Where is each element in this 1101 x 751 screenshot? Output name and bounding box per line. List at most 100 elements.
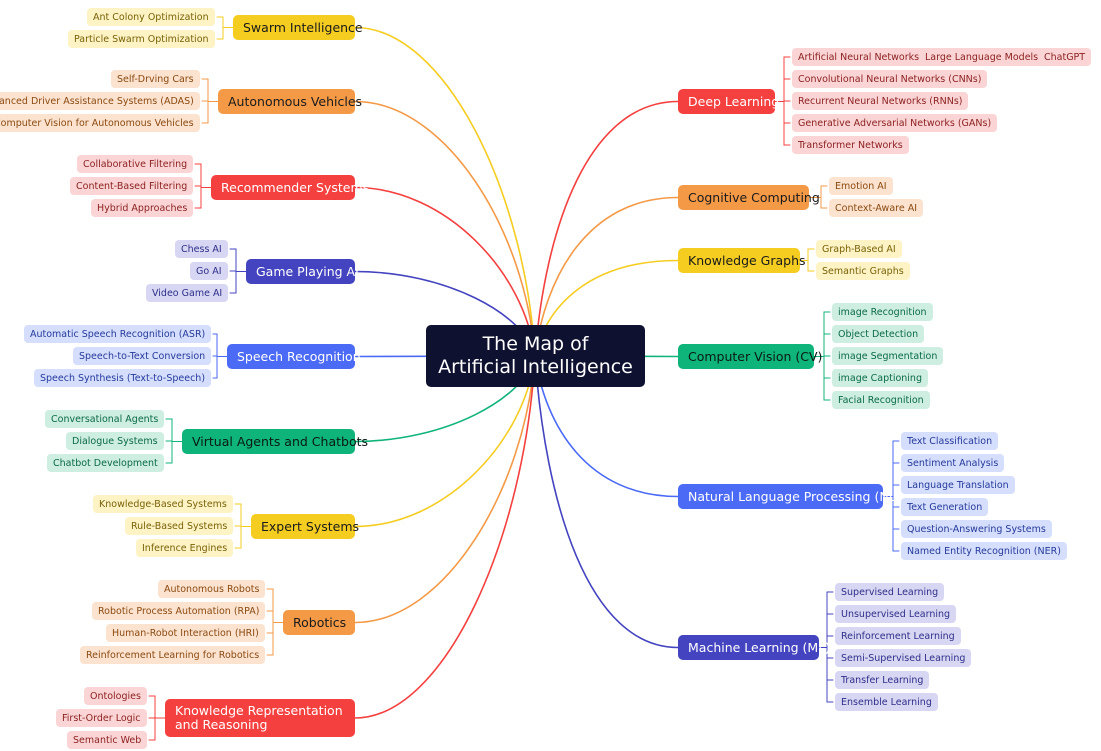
leaf-named-entity-recognition-ner[interactable]: Named Entity Recognition (NER) — [901, 542, 1067, 560]
leaf-supervised-learning[interactable]: Supervised Learning — [835, 583, 945, 601]
leaf-automatic-speech-recognition-asr[interactable]: Automatic Speech Recognition (ASR) — [24, 325, 212, 343]
connector-line — [165, 418, 183, 442]
leaf-first-order-logic[interactable]: First-Order Logic — [56, 709, 147, 727]
leaf-graph-based-ai-label: Graph-Based AI — [822, 243, 896, 255]
branch-recommender-systems[interactable]: Recommender Systems — [211, 175, 369, 200]
leaf-context-aware-ai-label: Context-Aware AI — [835, 202, 918, 214]
branch-knowledge-graphs[interactable]: Knowledge Graphs — [678, 248, 806, 273]
leaf-generative-adversarial-networks-gans[interactable]: Generative Adversarial Networks (GANs) — [792, 114, 998, 132]
leaf-semantic-web[interactable]: Semantic Web — [67, 731, 148, 749]
leaf-computer-vision-for-autonomous-vehicles[interactable]: Computer Vision for Autonomous Vehicles — [0, 114, 200, 132]
connector-line — [354, 100, 536, 357]
leaf-image-recognition[interactable]: image Recognition — [832, 303, 933, 321]
branch-deep-learning-label: Deep Learning — [688, 94, 780, 109]
leaf-facial-recognition[interactable]: Facial Recognition — [832, 391, 930, 409]
leaf-language-translation[interactable]: Language Translation — [901, 476, 1015, 494]
leaf-robotic-process-automation-rpa[interactable]: Robotic Process Automation (RPA) — [92, 602, 266, 620]
leaf-particle-swarm-optimization[interactable]: Particle Swarm Optimization — [68, 30, 215, 48]
branch-virtual-agents-and-chatbots[interactable]: Virtual Agents and Chatbots — [182, 429, 368, 454]
leaf-reinforcement-learning-for-robotics[interactable]: Reinforcement Learning for Robotics — [80, 646, 266, 664]
branch-computer-vision-cv[interactable]: Computer Vision (CV) — [678, 344, 822, 369]
branch-knowledge-representation-and-reasoning[interactable]: Knowledge Representation and Reasoning — [165, 699, 355, 737]
leaf-image-recognition-label: image Recognition — [838, 306, 927, 318]
leaf-computer-vision-for-autonomous-vehicles-label: Computer Vision for Autonomous Vehicles — [0, 117, 194, 129]
branch-machine-learning-ml-label: Machine Learning (ML) — [688, 640, 831, 655]
leaf-recurrent-neural-networks-rnns-label: Recurrent Neural Networks (RNNs) — [798, 95, 963, 107]
connector-line — [216, 16, 234, 28]
leaf-supervised-learning-label: Supervised Learning — [841, 586, 939, 598]
leaf-reinforcement-learning[interactable]: Reinforcement Learning — [835, 627, 961, 645]
branch-autonomous-vehicles-label: Autonomous Vehicles — [228, 94, 363, 109]
leaf-unsupervised-learning[interactable]: Unsupervised Learning — [835, 605, 957, 623]
leaf-object-detection[interactable]: Object Detection — [832, 325, 925, 343]
leaf-transfer-learning[interactable]: Transfer Learning — [835, 671, 930, 689]
leaf-ensemble-learning[interactable]: Ensemble Learning — [835, 693, 938, 711]
leaf-human-robot-interaction-hri[interactable]: Human-Robot Interaction (HRI) — [106, 624, 265, 642]
leaf-recurrent-neural-networks-rnns[interactable]: Recurrent Neural Networks (RNNs) — [792, 92, 969, 110]
branch-speech-recognition-label: Speech Recognition — [237, 349, 361, 364]
leaf-question-answering-systems[interactable]: Question-Answering Systems — [901, 520, 1052, 538]
leaf-language-translation-label: Language Translation — [907, 479, 1009, 491]
leaf-ant-colony-optimization[interactable]: Ant Colony Optimization — [87, 8, 215, 26]
connector-line — [354, 355, 536, 528]
leaf-self-drving-cars[interactable]: Self-Drving Cars — [111, 70, 200, 88]
leaf-image-segmentation[interactable]: image Segmentation — [832, 347, 944, 365]
branch-swarm-intelligence[interactable]: Swarm Intelligence — [233, 15, 363, 40]
central-topic-node[interactable]: The Map of Artificial Intelligence — [426, 325, 645, 387]
connector-line — [216, 27, 234, 40]
leaf-speech-to-text-conversion[interactable]: Speech-to-Text Conversion — [73, 347, 212, 365]
leaf-image-captioning[interactable]: image Captioning — [832, 369, 928, 387]
branch-robotics[interactable]: Robotics — [283, 610, 355, 635]
leaf-video-game-ai[interactable]: Video Game AI — [146, 284, 229, 302]
leaf-conversational-agents[interactable]: Conversational Agents — [45, 410, 165, 428]
leaf-go-ai-label: Go AI — [196, 265, 222, 277]
branch-speech-recognition[interactable]: Speech Recognition — [227, 344, 361, 369]
leaf-semantic-graphs[interactable]: Semantic Graphs — [816, 262, 910, 280]
leaf-speech-synthesis-text-to-speech[interactable]: Speech Synthesis (Text-to-Speech) — [34, 369, 212, 387]
branch-expert-systems[interactable]: Expert Systems — [251, 514, 359, 539]
leaf-hybrid-approaches[interactable]: Hybrid Approaches — [91, 199, 194, 217]
connector-line — [212, 333, 228, 357]
central-title-line-2: Artificial Intelligence — [438, 356, 633, 378]
branch-natural-language-processing-nlp[interactable]: Natural Language Processing (NLP) — [678, 484, 908, 509]
leaf-inference-engines[interactable]: Inference Engines — [136, 539, 234, 557]
leaf-dialogue-systems-label: Dialogue Systems — [72, 435, 158, 447]
leaf-autonomous-robots-label: Autonomous Robots — [164, 583, 260, 595]
leaf-rule-based-systems[interactable]: Rule-Based Systems — [125, 517, 234, 535]
leaf-collaborative-filtering[interactable]: Collaborative Filtering — [77, 155, 194, 173]
connector-line — [194, 187, 212, 209]
leaf-chatgpt[interactable]: ChatGPT — [1038, 48, 1092, 66]
leaf-context-aware-ai[interactable]: Context-Aware AI — [829, 199, 924, 217]
connector-line — [882, 496, 900, 552]
leaf-artificial-neural-networks[interactable]: Artificial Neural Networks — [792, 48, 926, 66]
leaf-advanced-driver-assistance-systems-adas[interactable]: Advanced Driver Assistance Systems (ADAS… — [0, 92, 200, 110]
leaf-sentiment-analysis[interactable]: Sentiment Analysis — [901, 454, 1005, 472]
connector-line — [534, 355, 679, 649]
branch-robotics-label: Robotics — [293, 615, 347, 630]
leaf-emotion-ai[interactable]: Emotion AI — [829, 177, 893, 195]
branch-machine-learning-ml[interactable]: Machine Learning (ML) — [678, 635, 830, 660]
leaf-convolutional-neural-networks-cnns[interactable]: Convolutional Neural Networks (CNNs) — [792, 70, 988, 88]
leaf-content-based-filtering[interactable]: Content-Based Filtering — [70, 177, 194, 195]
branch-game-playing-ai[interactable]: Game Playing AI — [246, 259, 359, 284]
leaf-chess-ai[interactable]: Chess AI — [175, 240, 228, 258]
leaf-dialogue-systems[interactable]: Dialogue Systems — [66, 432, 164, 450]
leaf-ontologies[interactable]: Ontologies — [84, 687, 147, 705]
leaf-transformer-networks[interactable]: Transformer Networks — [792, 136, 909, 154]
branch-autonomous-vehicles[interactable]: Autonomous Vehicles — [218, 89, 362, 114]
leaf-semi-supervised-learning[interactable]: Semi-Supervised Learning — [835, 649, 972, 667]
leaf-graph-based-ai[interactable]: Graph-Based AI — [816, 240, 902, 258]
leaf-speech-synthesis-text-to-speech-label: Speech Synthesis (Text-to-Speech) — [40, 372, 206, 384]
leaf-text-generation[interactable]: Text Generation — [901, 498, 989, 516]
branch-deep-learning[interactable]: Deep Learning — [678, 89, 779, 114]
leaf-first-order-logic-label: First-Order Logic — [62, 712, 141, 724]
leaf-chatbot-development[interactable]: Chatbot Development — [47, 454, 164, 472]
connector-line — [201, 101, 219, 124]
leaf-robotic-process-automation-rpa-label: Robotic Process Automation (RPA) — [98, 605, 260, 617]
leaf-knowledge-based-systems[interactable]: Knowledge-Based Systems — [93, 495, 233, 513]
branch-cognitive-computing[interactable]: Cognitive Computing — [678, 185, 820, 210]
leaf-large-language-models[interactable]: Large Language Models — [919, 48, 1045, 66]
leaf-autonomous-robots[interactable]: Autonomous Robots — [158, 580, 266, 598]
leaf-go-ai[interactable]: Go AI — [190, 262, 228, 280]
leaf-text-classification[interactable]: Text Classification — [901, 432, 999, 450]
